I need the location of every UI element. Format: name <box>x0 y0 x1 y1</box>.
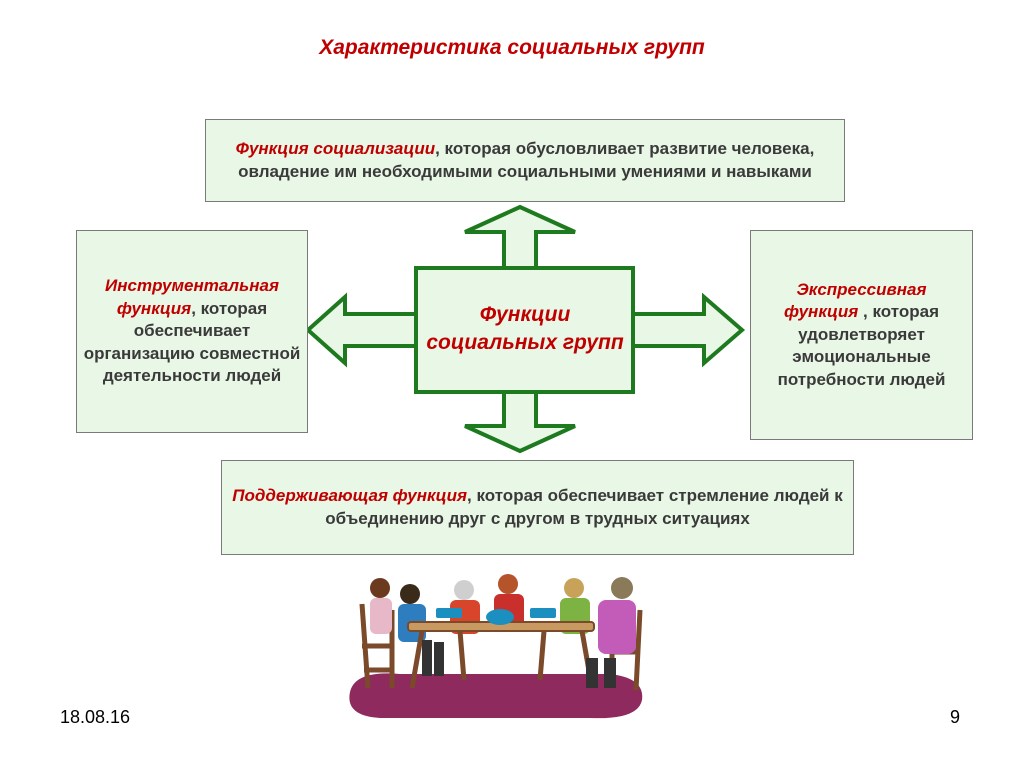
expressive-function-title: Экспрессивная функция <box>783 279 927 322</box>
people-at-table-icon <box>349 574 643 719</box>
instrumental-function-box: Инструментальная функция, которая обеспе… <box>76 230 308 433</box>
supportive-function-desc: , которая обеспечивает стремление людей … <box>325 486 843 528</box>
center-box <box>414 266 635 394</box>
expressive-function-desc: , которая удовлетворяет эмоциональные по… <box>777 302 946 389</box>
supportive-function-text: Поддерживающая функция, которая обеспечи… <box>222 485 853 530</box>
expressive-function-text: Экспрессивная функция , которая удовлетв… <box>757 279 966 391</box>
expressive-function-box: Экспрессивная функция , которая удовлетв… <box>750 230 973 440</box>
arrow-left <box>304 292 418 368</box>
footer-date: 18.08.16 <box>60 707 131 727</box>
arrow-right <box>631 292 746 368</box>
instrumental-function-title: Инструментальная функция <box>105 276 279 318</box>
page-number: 9 <box>950 707 961 727</box>
socialization-function-title: Функция социализации <box>235 139 436 159</box>
center-label: Функции социальных групп <box>426 303 624 354</box>
supportive-function-box: Поддерживающая функция, которая обеспечи… <box>221 460 854 555</box>
supportive-function-title: Поддерживающая функция <box>232 486 468 506</box>
arrow-down <box>464 390 576 454</box>
socialization-function-desc: , которая обусловливает развитие человек… <box>238 139 815 181</box>
slide-title: Характеристика социальных групп <box>319 36 705 59</box>
arrow-up <box>464 204 576 270</box>
instrumental-function-text: Инструментальная функция, которая обеспе… <box>81 275 303 387</box>
socialization-function-text: Функция социализации, которая обусловлив… <box>206 138 844 183</box>
instrumental-function-desc: , которая обеспечивает организацию совме… <box>83 298 301 386</box>
socialization-function-box: Функция социализации, которая обусловлив… <box>205 119 845 202</box>
